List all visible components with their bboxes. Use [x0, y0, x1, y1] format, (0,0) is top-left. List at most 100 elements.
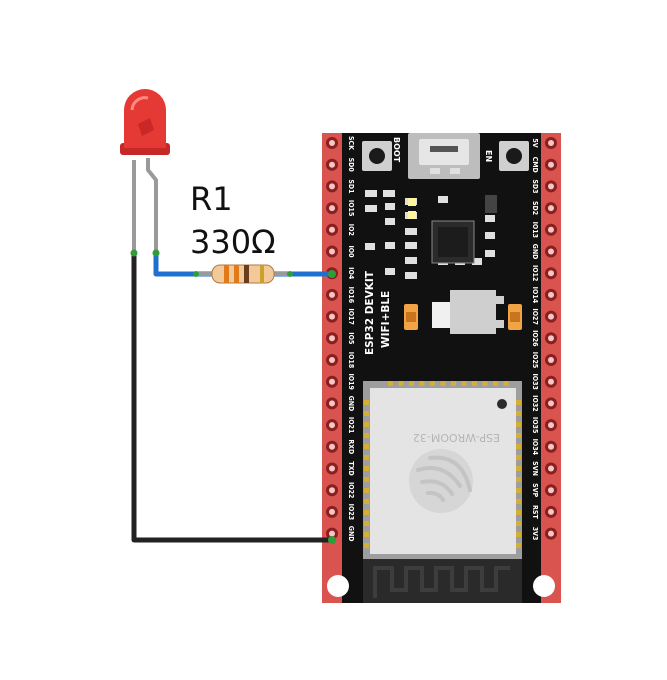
- header-pin-hole: [548, 140, 554, 146]
- pin1-marker: [497, 399, 507, 409]
- pin-label: GND: [347, 396, 355, 412]
- header-pin-hole: [329, 378, 335, 385]
- left-pin-header: SCKSD0SD1IO15IO2IO0IO4IO16IO17IO5IO18IO1…: [322, 133, 355, 603]
- pin-label: TXD: [347, 461, 355, 475]
- wire-joint: [130, 249, 138, 257]
- resistor-band: [234, 265, 239, 283]
- header-pin-hole: [548, 183, 554, 190]
- header-pin-hole: [548, 400, 554, 407]
- voltage-regulator-tab: [432, 302, 450, 328]
- header-pin-hole: [329, 357, 335, 363]
- header-pin-hole: [548, 508, 554, 515]
- module-label: ESP-WROOM-32: [413, 431, 500, 444]
- resistor-band: [260, 265, 264, 283]
- pin-label: SD2: [531, 201, 539, 215]
- header-pin-hole: [548, 270, 554, 277]
- pin-label: IO26: [531, 330, 539, 347]
- usb-port-tongue: [430, 146, 458, 152]
- pin-label: IO35: [531, 417, 539, 433]
- right-pin-header: 5VCMDSD3SD2IO13GNDIO12IO14IO27IO26IO25IO…: [531, 133, 561, 603]
- pin-label: IO21: [347, 417, 355, 433]
- header-pin-hole: [548, 161, 554, 168]
- led-anode-leg: [146, 158, 158, 253]
- board-title: ESP32 DEVKIT: [364, 270, 376, 355]
- pin-label: IO14: [531, 287, 539, 304]
- header-pin-hole: [548, 291, 554, 298]
- resistor-band: [244, 265, 249, 283]
- header-pin-hole: [329, 248, 335, 255]
- pin-label: IO19: [347, 373, 355, 389]
- resistor-name: R1: [190, 180, 233, 218]
- resistor-r1[interactable]: [196, 264, 292, 284]
- pin-label: IO12: [531, 265, 539, 281]
- header-pin-hole: [548, 335, 554, 342]
- mounting-hole: [327, 575, 349, 597]
- pin-label: IO32: [531, 395, 539, 411]
- ground-wire[interactable]: [131, 253, 332, 543]
- header-pin-hole: [548, 248, 554, 255]
- header-pin-hole: [329, 422, 335, 429]
- header-pin-hole: [548, 205, 554, 212]
- pin-label: SD0: [347, 158, 355, 173]
- header-pin-hole: [548, 313, 554, 320]
- pin-label: IO34: [531, 439, 539, 456]
- wire-joint: [152, 249, 160, 257]
- pin-label: GND: [531, 244, 539, 260]
- mounting-hole: [533, 575, 555, 597]
- pin-label: IO2: [347, 224, 355, 236]
- pin-label: SCK: [347, 136, 355, 151]
- pin-label: RST: [531, 505, 539, 519]
- wire-joint: [193, 271, 199, 277]
- pin-label: 3V3: [531, 527, 539, 541]
- header-pin-hole: [329, 400, 335, 407]
- voltage-regulator: [450, 290, 496, 334]
- pin-label: IO27: [531, 308, 539, 324]
- wire-end: [328, 270, 336, 278]
- wire-end: [328, 536, 336, 544]
- header-pin-hole: [548, 226, 554, 233]
- pin-label: CMD: [531, 157, 539, 173]
- smd-components: [365, 168, 495, 279]
- pin-label: SVP: [531, 483, 539, 497]
- pin-label: IO18: [347, 352, 355, 368]
- header-pin-hole: [548, 530, 554, 537]
- usb-uart-chip-die: [438, 227, 468, 257]
- header-pin-hole: [329, 140, 335, 146]
- pin-label: 5V: [531, 138, 539, 147]
- resistor-value: 330Ω: [190, 223, 276, 261]
- header-pin-hole: [329, 487, 335, 494]
- header-pin-hole: [548, 378, 554, 385]
- pin-label: SD1: [347, 179, 355, 193]
- pin-label: IO16: [347, 287, 355, 304]
- transistor: [485, 195, 497, 213]
- en-label: EN: [484, 150, 493, 162]
- header-pin-hole: [329, 508, 335, 515]
- header-pin-hole: [548, 422, 554, 429]
- en-button-cap[interactable]: [506, 148, 522, 164]
- header-pin-hole: [329, 291, 335, 298]
- header-pin-hole: [329, 465, 335, 472]
- antenna-area: [363, 559, 522, 603]
- red-led[interactable]: [120, 89, 170, 155]
- header-pin-hole: [329, 226, 335, 233]
- header-pin-hole: [548, 443, 554, 450]
- header-pin-hole: [329, 205, 335, 212]
- pin-label: GND: [347, 526, 355, 542]
- wire-joint: [287, 271, 293, 277]
- pin-label: IO15: [347, 200, 355, 216]
- pin-label: RXD: [347, 439, 355, 454]
- pin-label: SVN: [531, 461, 539, 476]
- pin-label: IO23: [347, 504, 355, 520]
- header-pin-hole: [548, 465, 554, 472]
- pin-label: IO17: [347, 308, 355, 324]
- pin-label: IO33: [531, 373, 539, 389]
- status-led: [408, 211, 416, 219]
- pin-label: IO25: [531, 352, 539, 368]
- board-subtitle: WIFI+BLE: [380, 291, 392, 348]
- pin-label: SD3: [531, 179, 539, 193]
- boot-button-cap[interactable]: [369, 148, 385, 164]
- header-pin-hole: [548, 487, 554, 494]
- pin-label: IO22: [347, 482, 355, 498]
- pin-label: IO0: [347, 245, 355, 258]
